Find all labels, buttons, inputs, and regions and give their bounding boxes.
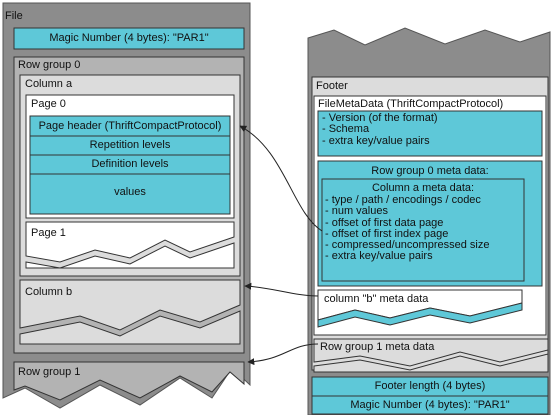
footer-title: Footer (316, 80, 348, 92)
footer-length-label: Footer length (4 bytes) (374, 380, 486, 392)
file-metadata-field: - Version (of the format) (322, 112, 438, 124)
arrow-column-a-meta-to-page-0 (239, 125, 323, 232)
column-a-meta-field: - type / path / encodings / codec (325, 194, 481, 206)
row-group-0-meta-title: Row group 0 meta data: (371, 165, 489, 177)
magic-number-bottom: Magic Number (4 bytes): "PAR1" (350, 399, 510, 411)
page-1-box-lower (25, 242, 235, 269)
column-a-meta-field: - num values (325, 205, 388, 218)
page-0-title: Page 0 (31, 98, 66, 110)
row-group-1-meta-label: Row group 1 meta data (320, 341, 435, 353)
column-b-meta-stripe (317, 302, 523, 328)
column-a-meta-box (321, 178, 525, 282)
page-header-label: Page header (ThriftCompactProtocol) (38, 120, 222, 132)
file-metadata-title: FileMetaData (ThriftCompactProtocol) (318, 98, 504, 110)
column-b-box-lower (19, 310, 241, 345)
file-metadata-fields-box (317, 110, 543, 157)
file-metadata-field: - extra key/value pairs (322, 134, 430, 147)
arrow-column-b-meta-to-column-b (244, 282, 319, 297)
file-title: File (5, 10, 23, 22)
row-group-1-box (13, 361, 245, 401)
column-a-meta-field: - extra key/value pairs (325, 250, 433, 263)
column-a-meta-fields: - type / path / encodings / codec - num … (325, 194, 490, 263)
row-group-1-meta-box-lower (313, 353, 549, 373)
column-b-meta-label: column "b" meta data (324, 293, 429, 305)
row-group-1-title: Row group 1 (18, 366, 81, 378)
column-a-meta-field: - compressed/uncompressed size (325, 239, 490, 252)
row-group-0-title: Row group 0 (18, 59, 81, 71)
row-group-1-meta-box (313, 338, 549, 367)
column-a-meta-field: - offset of first index page (325, 227, 449, 240)
column-a-meta-title: Column a meta data: (371, 182, 475, 194)
arrow-row-group-1-meta-to-row-group-1 (247, 343, 319, 366)
column-b-box (19, 279, 241, 331)
magic-number-top: Magic Number (4 bytes): "PAR1" (49, 32, 209, 44)
magic-number-bottom-box (311, 395, 549, 415)
column-a-meta-field: - offset of first data page (325, 216, 444, 229)
definition-levels-label: Definition levels (91, 158, 169, 170)
file-metadata-field: - Schema (322, 123, 370, 136)
repetition-levels-label: Repetition levels (89, 139, 171, 151)
values-label: values (114, 186, 146, 198)
file-metadata-fields: - Version (of the format) - Schema - ext… (322, 112, 438, 147)
magic-number-top-box (13, 27, 245, 50)
page-1-title: Page 1 (31, 227, 66, 239)
values-box (29, 173, 231, 215)
column-a-title: Column a (25, 78, 73, 90)
column-b-title: Column b (25, 286, 73, 298)
page-1-box (25, 221, 235, 263)
